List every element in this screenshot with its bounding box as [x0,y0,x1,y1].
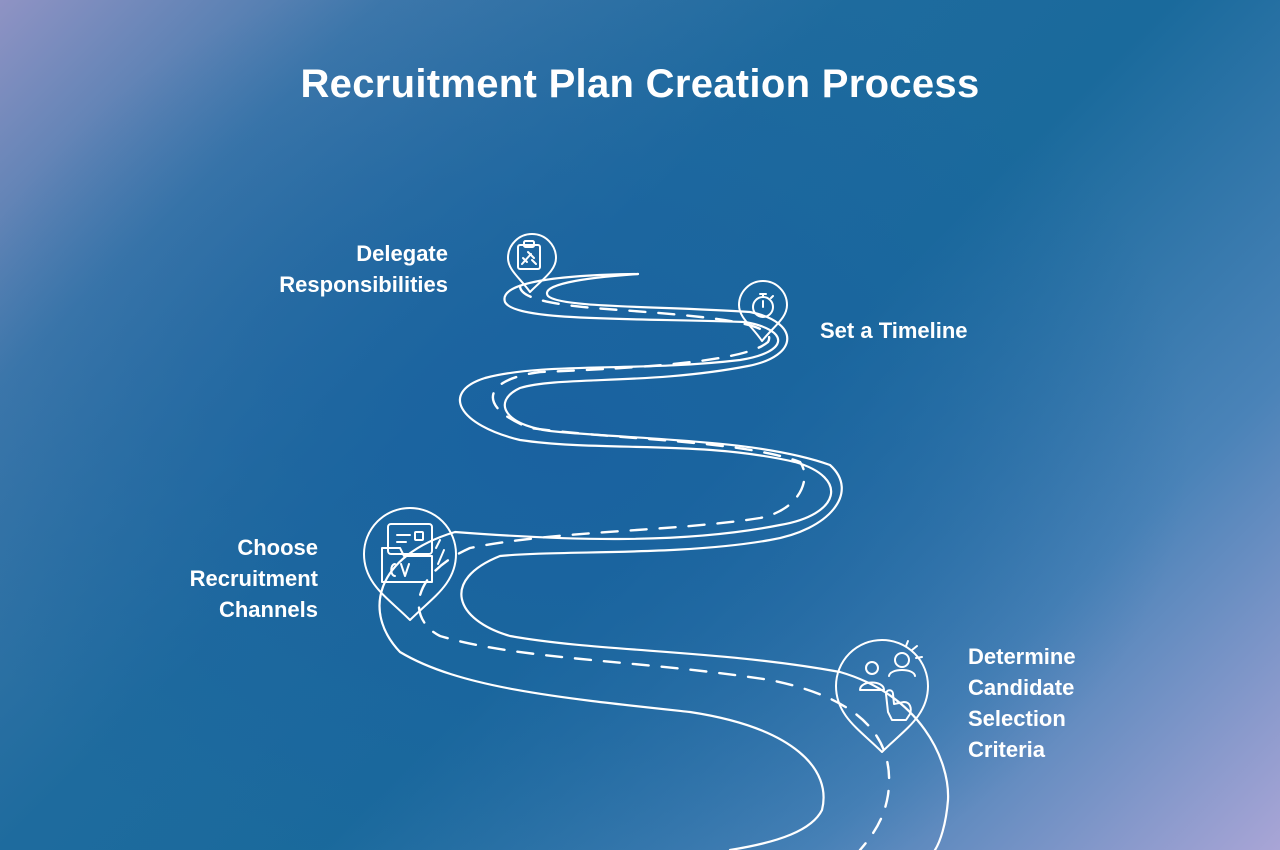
step-label-timeline: Set a Timeline [820,318,968,343]
pin-outline [363,507,457,621]
road-center-dashes [417,284,891,850]
road-edge-outer [378,272,833,850]
road-edge-inner [460,272,950,850]
pin-outline [835,639,929,753]
step-label-criteria: Determine Candidate Selection Criteria [968,644,1076,762]
step-marker-criteria [835,639,929,753]
step-marker-timeline [738,280,788,342]
step-label-delegate: Delegate Responsibilities [279,241,448,297]
clipboard-tools-icon [517,240,541,270]
candidate-select-icon [859,640,923,721]
pin-outline [738,280,788,342]
page-title: Recruitment Plan Creation Process [300,62,980,106]
step-label-channels: Choose Recruitment Channels [189,535,318,622]
pin-outline [507,233,557,293]
stopwatch-icon [752,293,774,318]
step-marker-channels [363,507,457,621]
cv-folder-icon [381,523,445,583]
step-marker-delegate [507,233,557,293]
